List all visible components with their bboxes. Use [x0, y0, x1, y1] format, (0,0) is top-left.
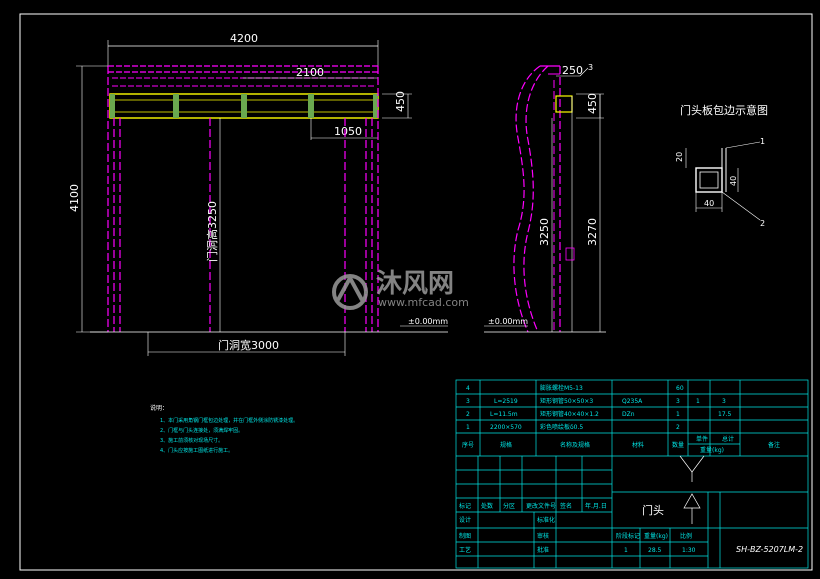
svg-text:L=2519: L=2519 [494, 398, 518, 405]
drawing-border [19, 13, 813, 571]
svg-text:Q235A: Q235A [622, 398, 643, 405]
svg-text:标记: 标记 [459, 502, 471, 510]
svg-text:规格: 规格 [500, 441, 512, 449]
callout-1: 1 [760, 137, 765, 146]
watermark-brand: 沐风网 [376, 269, 454, 299]
dim-beam-height: 450 [394, 91, 407, 112]
svg-text:工艺: 工艺 [459, 546, 471, 554]
dim-door-height: 门洞高3250 [205, 201, 219, 262]
svg-text:材料: 材料 [632, 441, 644, 449]
svg-text:彩色喷绘板δ0.5: 彩色喷绘板δ0.5 [540, 423, 583, 431]
svg-text:总计: 总计 [722, 435, 734, 443]
svg-text:4: 4 [466, 385, 470, 392]
svg-text:1: 1 [676, 411, 680, 418]
front-view: 4200 2100 450 1050 [68, 32, 448, 356]
dim-side-beam: 450 [586, 93, 599, 114]
title-block-text: 4 膨胀螺栓M5-13 60 3 L=2519 矩形钢管50×50×3 Q235… [459, 384, 803, 554]
dim-side-height-b: 3270 [586, 218, 599, 246]
callout-3-side: 3 [588, 63, 593, 72]
svg-text:2: 2 [676, 424, 680, 431]
level-front: ±0.00mm [408, 317, 448, 326]
watermark: 沐风网 www.mfcad.com [332, 269, 469, 310]
svg-text:签名: 签名 [560, 502, 572, 510]
detail-h2: 40 [729, 176, 738, 186]
svg-text:3: 3 [676, 398, 680, 405]
dim-side-height-a: 3250 [538, 218, 551, 246]
detail-h1: 20 [675, 152, 684, 162]
svg-text:更改文件号: 更改文件号 [526, 502, 556, 510]
svg-text:标准化: 标准化 [537, 516, 555, 524]
svg-text:分区: 分区 [503, 502, 515, 510]
detail-w: 40 [704, 199, 714, 208]
title-block [455, 379, 809, 569]
side-view: 250 3 450 3250 3270 ±0.00mm [484, 63, 606, 333]
svg-text:矩形钢管50×50×3: 矩形钢管50×50×3 [540, 397, 593, 405]
svg-text:1: 1 [696, 398, 700, 405]
part-name: 门头 [642, 503, 664, 517]
note-line-3: 3、施工前须核对现场尺寸。 [160, 437, 223, 444]
svg-text:矩形钢管40×40×1.2: 矩形钢管40×40×1.2 [540, 410, 599, 418]
svg-text:17.5: 17.5 [718, 411, 732, 418]
svg-text:年.月.日: 年.月.日 [585, 502, 607, 510]
edge-detail: 门头板包边示意图 1 2 20 40 40 [675, 103, 768, 228]
level-side: ±0.00mm [488, 317, 528, 326]
svg-text:3: 3 [466, 398, 470, 405]
svg-text:2200×570: 2200×570 [490, 424, 522, 431]
svg-text:28.5: 28.5 [648, 547, 662, 554]
svg-text:名称及规格: 名称及规格 [560, 441, 590, 449]
svg-text:1: 1 [466, 424, 470, 431]
dim-beam-width: 2100 [296, 66, 324, 79]
svg-text:设计: 设计 [459, 516, 471, 524]
note-line-1: 1、本门采用角钢门框包边处理，并在门框外侧涂防锈漆处理。 [160, 417, 298, 424]
svg-text:重量(kg): 重量(kg) [700, 446, 724, 454]
svg-text:审核: 审核 [537, 532, 549, 540]
svg-text:膨胀螺栓M5-13: 膨胀螺栓M5-13 [540, 384, 583, 392]
svg-text:3: 3 [722, 398, 726, 405]
dim-side-top: 250 [562, 64, 583, 77]
svg-text:L=11.5m: L=11.5m [490, 411, 518, 418]
note-line-4: 4、门头应按施工图纸进行施工。 [160, 447, 233, 454]
svg-text:单件: 单件 [696, 435, 708, 443]
svg-text:DZn: DZn [622, 411, 635, 418]
svg-text:阶段标记: 阶段标记 [616, 532, 640, 540]
svg-text:1: 1 [624, 547, 628, 554]
dim-overall-width: 4200 [230, 32, 258, 45]
dim-half-width: 1050 [334, 125, 362, 138]
notes: 说明： 1、本门采用角钢门框包边处理，并在门框外侧涂防锈漆处理。 2、门框与门头… [150, 404, 298, 454]
notes-title: 说明： [150, 404, 168, 412]
callout-2: 2 [760, 219, 765, 228]
drawing-number: SH-BZ-5207LM-2 [736, 545, 803, 554]
svg-text:处数: 处数 [481, 502, 493, 510]
dim-door-width: 门洞宽3000 [218, 338, 279, 352]
svg-text:备注: 备注 [768, 441, 780, 449]
svg-text:制图: 制图 [459, 532, 471, 540]
svg-text:重量(kg): 重量(kg) [644, 532, 668, 540]
svg-text:序号: 序号 [462, 441, 474, 449]
dim-overall-height: 4100 [68, 184, 81, 212]
watermark-url: www.mfcad.com [378, 296, 469, 309]
svg-text:1:30: 1:30 [682, 547, 696, 554]
svg-text:批准: 批准 [537, 546, 549, 554]
svg-text:2: 2 [466, 411, 470, 418]
svg-text:数量: 数量 [672, 441, 684, 449]
note-line-2: 2、门框与门头连接处，须满焊牢固。 [160, 427, 243, 434]
svg-text:比例: 比例 [680, 532, 692, 540]
svg-text:60: 60 [676, 385, 684, 392]
detail-title: 门头板包边示意图 [680, 103, 768, 117]
